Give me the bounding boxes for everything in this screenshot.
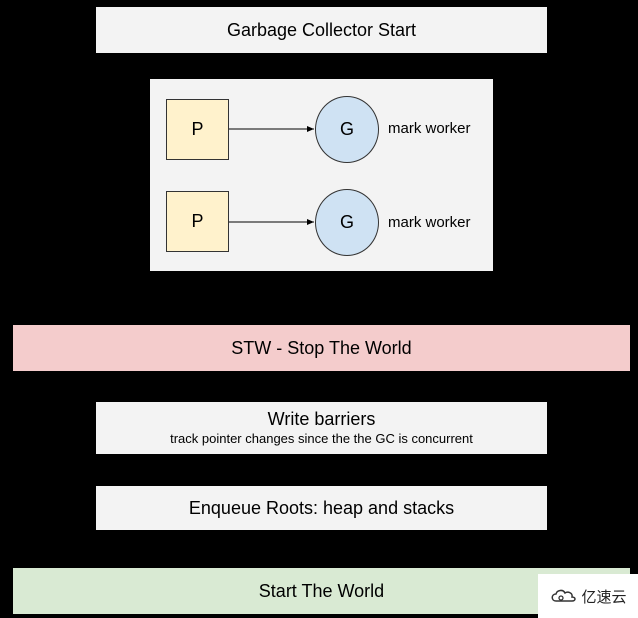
mark-workers-panel: P G mark worker P G mark worker — [150, 79, 493, 271]
write-barriers-sublabel: track pointer changes since the the GC i… — [170, 431, 473, 446]
stop-the-world-box: STW - Stop The World — [13, 325, 630, 371]
start-the-world-box: Start The World — [13, 568, 630, 614]
enqueue-roots-box: Enqueue Roots: heap and stacks — [96, 486, 547, 530]
watermark-logo: 亿速云 — [538, 574, 638, 618]
write-barriers-label: Write barriers — [267, 409, 376, 429]
p-node-label: P — [191, 119, 204, 139]
g-goroutine-node-2: G — [315, 189, 379, 256]
start-world-label: Start The World — [258, 580, 385, 601]
stw-label: STW - Stop The World — [231, 337, 412, 358]
gc-start-box: Garbage Collector Start — [96, 7, 547, 53]
connector-layer — [229, 126, 314, 225]
p-processor-node-2: P — [166, 191, 229, 252]
enqueue-roots-label: Enqueue Roots: heap and stacks — [188, 497, 455, 518]
write-barriers-box: Write barriers track pointer changes sin… — [96, 402, 547, 454]
cloud-logo-icon — [551, 589, 577, 602]
g-node-label: G — [339, 119, 354, 139]
watermark-text: 亿速云 — [581, 587, 627, 606]
g-node-label: G — [339, 212, 354, 232]
gc-start-label: Garbage Collector Start — [226, 19, 417, 40]
p-node-label: P — [191, 211, 204, 231]
p-processor-node-1: P — [166, 99, 229, 160]
mark-worker-label-1: mark worker — [388, 120, 471, 137]
mark-worker-label-2: mark worker — [388, 214, 471, 231]
g-goroutine-node-1: G — [315, 96, 379, 163]
